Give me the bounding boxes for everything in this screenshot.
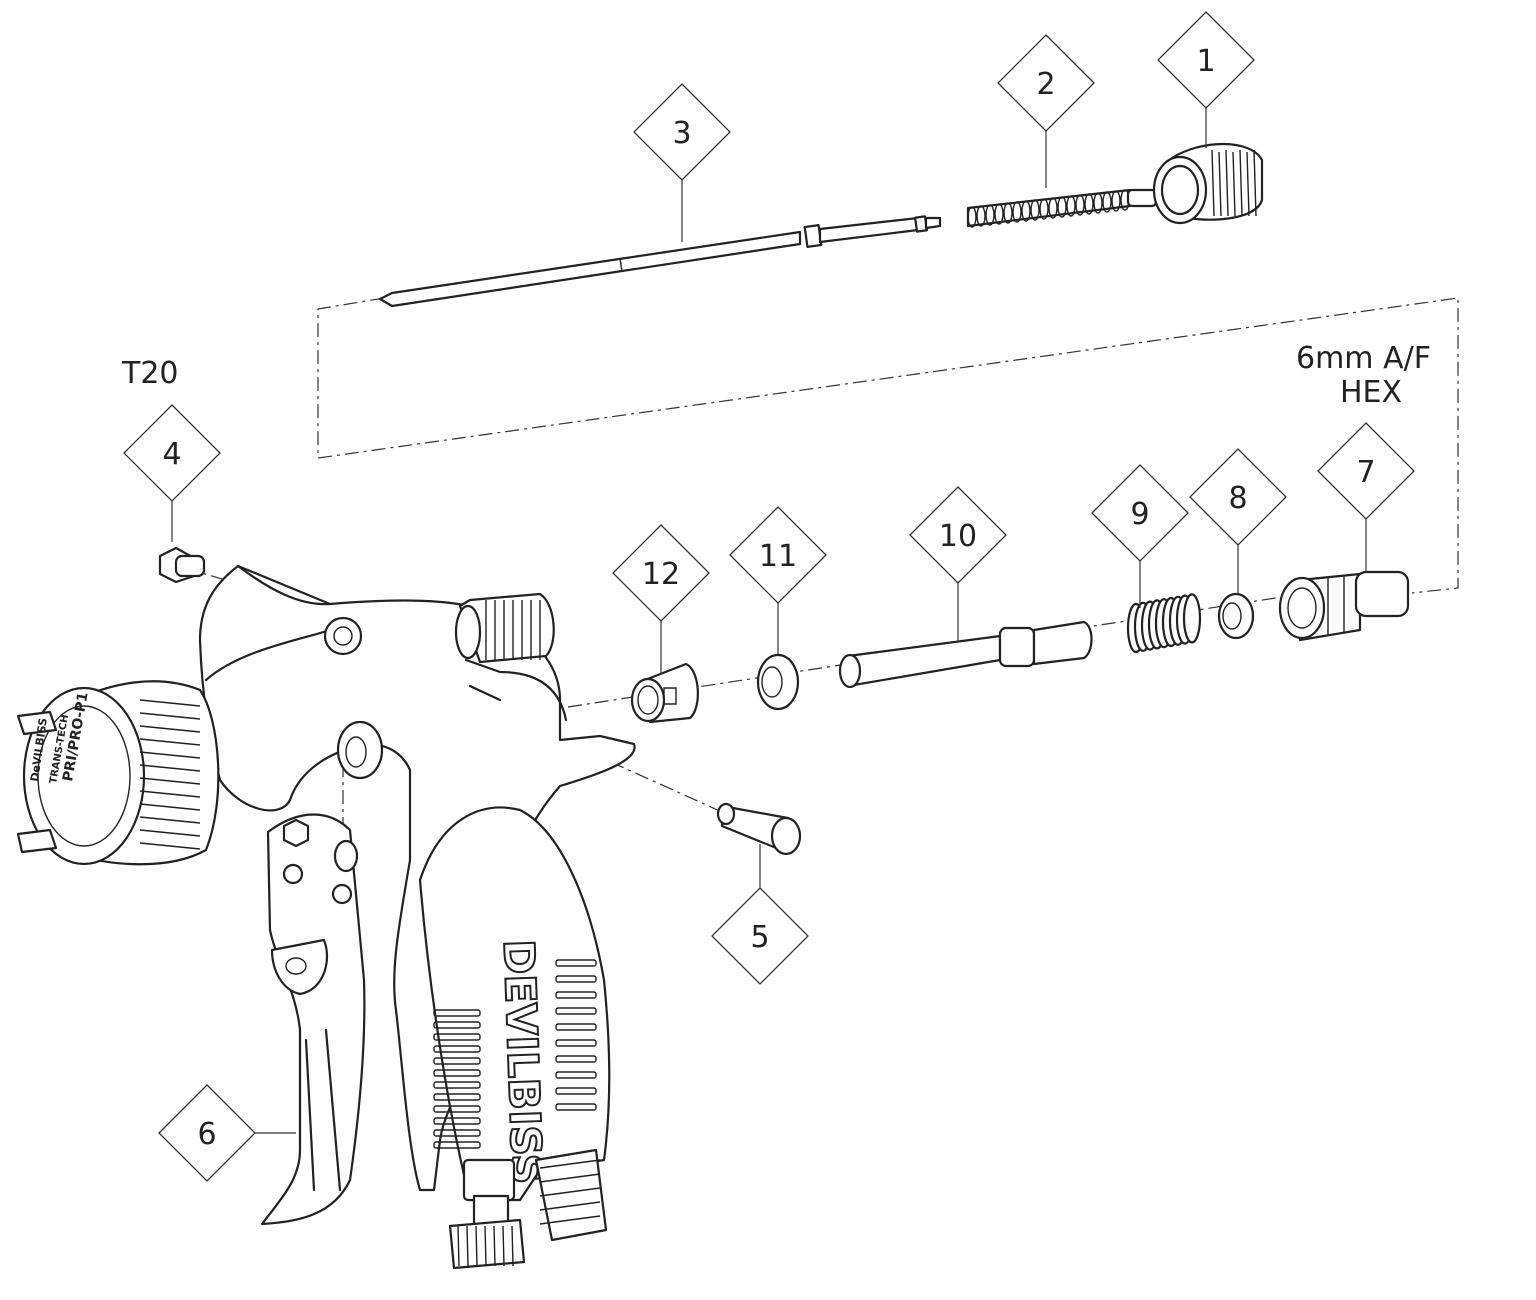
callout-7-label: 7 xyxy=(1356,455,1375,490)
callouts: 1 2 3 4 5 6 7 8 xyxy=(123,11,1415,1182)
callout-9-label: 9 xyxy=(1130,497,1149,532)
callout-5: 5 xyxy=(711,887,809,985)
part-7-valve-housing xyxy=(1278,570,1410,642)
spray-gun-body: PRI/PRO-P1 TRANS-TECH DeVILBISS DEVILBIS… xyxy=(16,564,636,1270)
callout-11-label: 11 xyxy=(759,539,797,574)
callout-8: 8 xyxy=(1189,448,1287,546)
callout-2-label: 2 xyxy=(1036,67,1055,102)
callout-10: 10 xyxy=(909,486,1007,584)
callout-11: 11 xyxy=(729,506,827,604)
callout-3-label: 3 xyxy=(672,116,691,151)
part-5-trigger-stud xyxy=(716,802,802,856)
part-9-valve-spring xyxy=(1126,593,1202,654)
callout-6-label: 6 xyxy=(197,1117,216,1152)
callout-4: 4 xyxy=(123,404,221,502)
hex-note-line2: HEX xyxy=(1340,375,1402,410)
part-10-air-valve-stem xyxy=(838,620,1093,689)
hex-note-line1: 6mm A/F xyxy=(1296,341,1431,376)
callout-12: 12 xyxy=(612,524,710,622)
callout-6: 6 xyxy=(158,1084,256,1182)
callout-10-label: 10 xyxy=(939,519,977,554)
callout-2: 2 xyxy=(997,34,1095,132)
part-3-fluid-needle xyxy=(378,215,942,308)
callout-3: 3 xyxy=(633,83,731,181)
callout-1: 1 xyxy=(1157,11,1255,109)
part-12-valve-seat xyxy=(630,662,699,724)
callout-5-label: 5 xyxy=(750,920,769,955)
part-8-o-ring xyxy=(1217,592,1255,640)
part-2-needle-spring xyxy=(966,188,1158,228)
callout-7: 7 xyxy=(1317,422,1415,520)
leader-lines xyxy=(171,108,1367,1134)
grip-brand-text: DEVILBISS xyxy=(494,939,552,1185)
callout-9: 9 xyxy=(1091,464,1189,562)
part-4-air-cap-screw xyxy=(158,546,206,584)
tool-note: T20 xyxy=(121,356,179,391)
part-11-washer xyxy=(756,653,800,711)
callout-8-label: 8 xyxy=(1228,481,1247,516)
part-1-adjusting-knob xyxy=(1152,143,1264,225)
callout-1-label: 1 xyxy=(1196,44,1215,79)
callout-4-label: 4 xyxy=(162,437,181,472)
callout-12-label: 12 xyxy=(642,557,680,592)
part-6-trigger xyxy=(260,813,366,1226)
